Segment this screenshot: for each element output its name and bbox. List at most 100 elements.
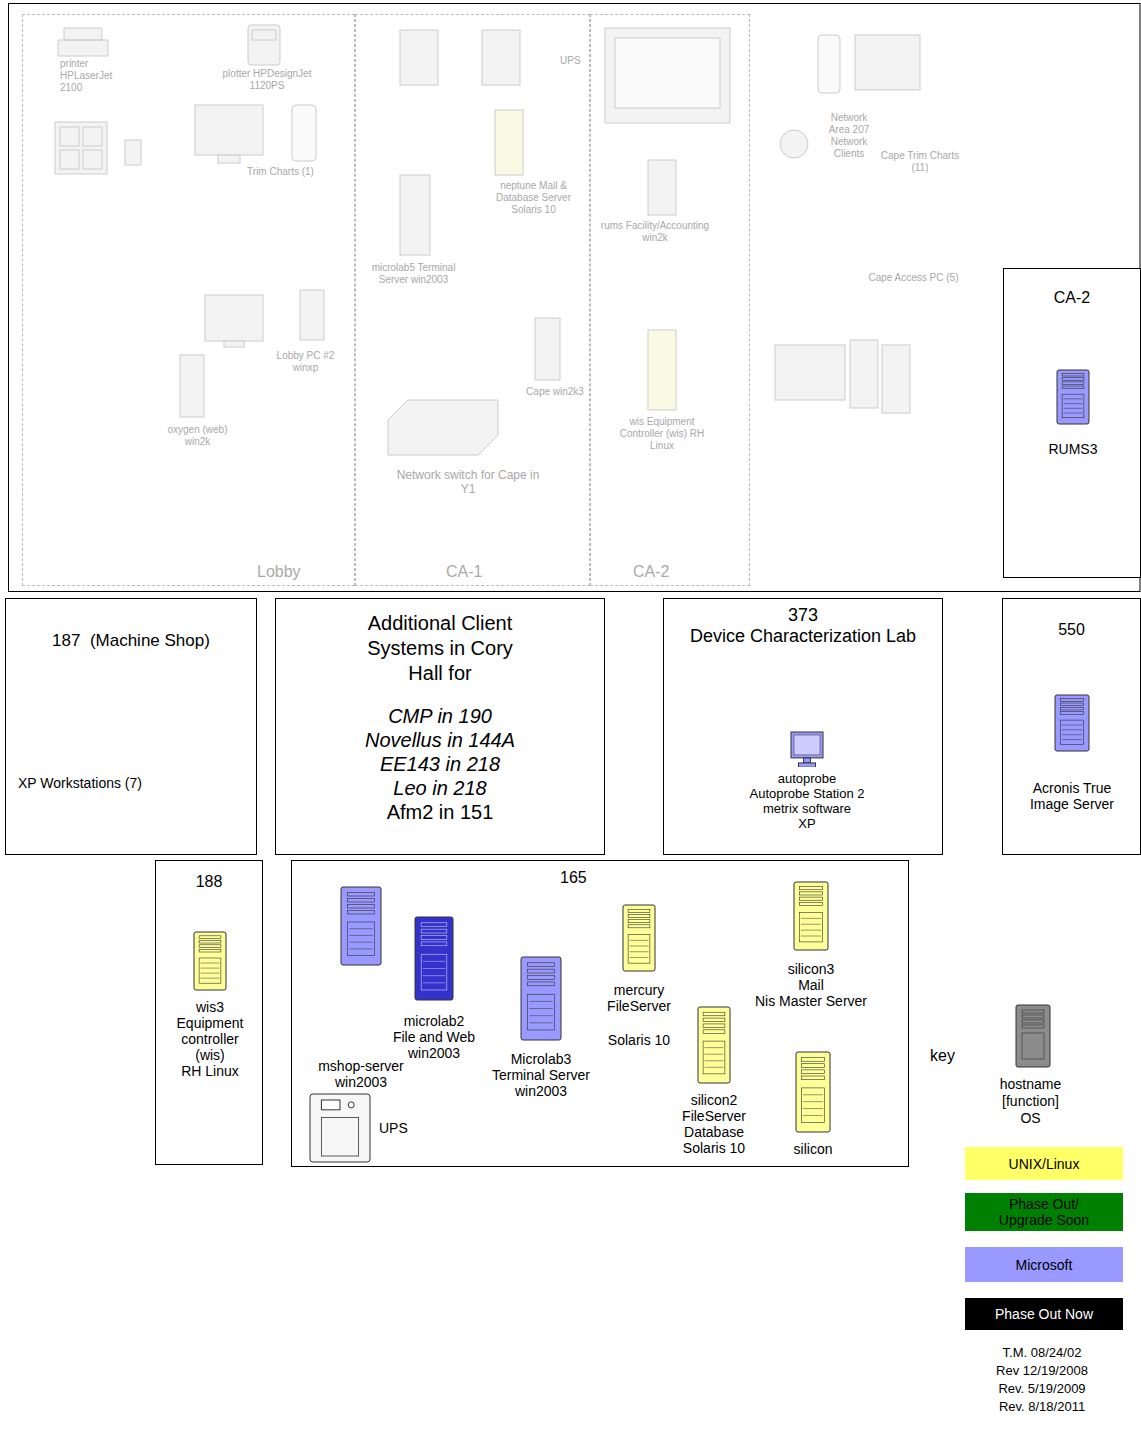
server-panel — [703, 1041, 725, 1074]
server-node: wis3Equipment controller (wis)RH Linux — [160, 931, 260, 1079]
drive-bay — [799, 892, 822, 895]
host-label: Acronis True Image Server — [1022, 780, 1122, 812]
legend-label: UNIX/Linux — [1009, 1156, 1080, 1172]
host-label: Microlab3 — [486, 1051, 596, 1067]
faded-label: Cape win2k3 — [525, 386, 585, 398]
faded-equipment — [55, 25, 920, 455]
drive-bay — [703, 1030, 725, 1034]
monitor-base — [799, 763, 816, 767]
host-label: metrix software — [727, 801, 887, 816]
host-label: Autoprobe Station 2 — [727, 786, 887, 801]
drive-bay — [628, 925, 650, 928]
workstation-node: autoprobeAutoprobe Station 2metrix softw… — [727, 731, 887, 831]
monitor-frame — [791, 732, 823, 758]
server-body — [415, 917, 453, 1000]
drive-bay — [421, 929, 447, 933]
server-vent — [529, 1015, 553, 1016]
monitor-icon — [775, 345, 845, 400]
server-vent — [1062, 734, 1082, 735]
server-body — [194, 932, 226, 990]
drive-bay — [628, 920, 650, 923]
drive-bay — [628, 909, 650, 912]
room-label: EE143 in 218 — [276, 752, 604, 776]
drive-bay — [703, 1024, 725, 1028]
room-box: 187 (Machine Shop)XP Workstations (7) — [5, 598, 257, 855]
server-vent — [801, 936, 821, 937]
drive-bay — [799, 887, 822, 890]
host-label: win2003 — [486, 1083, 596, 1099]
device-label: UPS — [379, 1120, 408, 1136]
host-label: File and Web — [384, 1029, 484, 1045]
key-label: hostname [function] OS — [993, 1076, 1068, 1127]
server-vent — [349, 928, 373, 929]
server-vent — [1063, 413, 1082, 414]
drive-bay — [528, 982, 555, 986]
key-server-icon — [1016, 1005, 1050, 1067]
faded-label: Cape Trim Charts (11) — [880, 150, 960, 174]
area-region: CA-2 — [590, 14, 750, 586]
server-icon — [83, 127, 102, 146]
server-vent — [704, 1067, 723, 1068]
drive-bay — [199, 940, 221, 943]
server-icon — [83, 150, 102, 169]
room-label: Additional Client Systems in Cory Hall f… — [353, 611, 528, 686]
host-label: mercury — [594, 982, 684, 998]
server-vent — [803, 1101, 823, 1102]
drive-bay — [421, 942, 447, 946]
panel-icon — [292, 105, 316, 161]
drive-bay — [799, 897, 822, 900]
area-name: Lobby — [257, 563, 301, 581]
room-label: Leo in 218 — [276, 776, 604, 800]
revision-note: Rev. 5/19/2009 — [972, 1381, 1112, 1397]
server-vent — [803, 1108, 823, 1109]
room-label: 188 — [156, 873, 262, 891]
tower-icon — [535, 318, 560, 380]
server-icon — [1022, 1020, 1044, 1023]
server-vent — [801, 924, 821, 925]
server-body — [521, 957, 561, 1040]
server-vent — [801, 918, 821, 919]
drive-bay — [348, 892, 375, 896]
server-node: RUMS3 — [1038, 369, 1108, 457]
server-body — [796, 1052, 830, 1132]
server-vent — [704, 1054, 723, 1055]
server-vent — [1062, 739, 1082, 740]
host-label: RH Linux — [160, 1063, 260, 1079]
drive-bay — [703, 1018, 725, 1022]
legend-label: Phase Out/ Upgrade Soon — [992, 1196, 1096, 1228]
host-label: silicon3 — [746, 961, 876, 977]
server-vent — [629, 951, 648, 952]
server-vent — [349, 948, 373, 949]
monitor-icon — [605, 28, 730, 123]
host-label: Mail — [746, 977, 876, 993]
server-vent — [803, 1094, 823, 1095]
server-icon — [1022, 1025, 1044, 1028]
globe-icon — [780, 130, 808, 158]
server-vent — [629, 957, 648, 958]
tower-icon — [648, 160, 676, 215]
ups-node: UPS — [309, 1093, 419, 1163]
host-label: wis3 — [160, 999, 260, 1015]
ups-body — [310, 1094, 370, 1162]
server-icon — [697, 1006, 731, 1084]
room-box: 188 wis3Equipment controller (wis)RH Linu… — [155, 860, 263, 1165]
server-vent — [1063, 403, 1082, 404]
monitor-icon — [615, 38, 720, 108]
host-label: Solaris 10 — [594, 1032, 684, 1048]
server-vent — [1063, 408, 1082, 409]
drive-bay — [1060, 703, 1083, 706]
server-body — [698, 1007, 730, 1083]
room-label: 550 — [1003, 621, 1140, 639]
server-vent — [1063, 398, 1082, 399]
server-node: mshop-serverwin2003 — [306, 886, 416, 1090]
server-icon — [622, 904, 656, 972]
drive-bay — [703, 1012, 725, 1016]
server-vent — [803, 1115, 823, 1116]
server-vent — [200, 968, 219, 969]
ups-icon — [309, 1093, 371, 1163]
room-label: CMP in 190 — [276, 704, 604, 728]
drive-bay — [199, 945, 221, 948]
host-label: win2003 — [384, 1045, 484, 1061]
drive-bay — [528, 963, 555, 967]
